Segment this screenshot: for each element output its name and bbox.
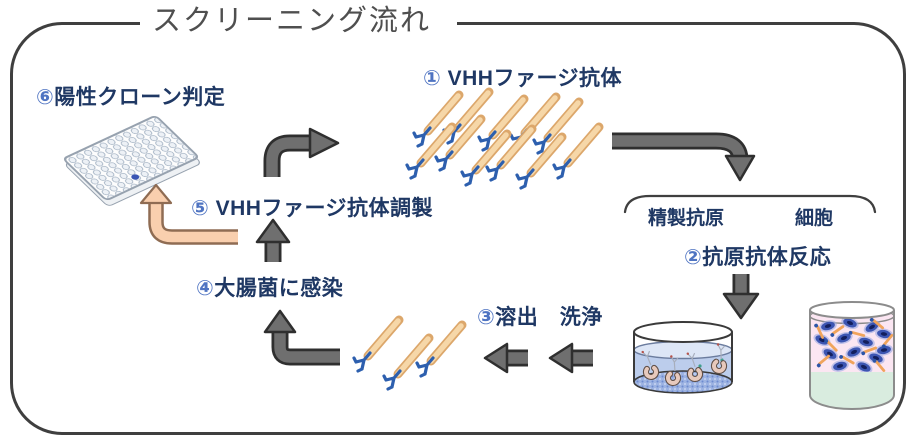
step-1-label: ① VHHファージ抗体 [423,62,622,92]
step-2-number: ② [684,246,703,269]
step-6-text: 陽性クローン判定 [54,86,226,109]
step-5-text: VHHファージ抗体調製 [209,197,434,220]
purified-antigen-label: 精製抗原 [648,208,725,229]
step-3-text: 溶出 洗浄 [495,306,603,329]
step-4-label: ④大腸菌に感染 [196,272,343,302]
step-6-number: ⑥ [36,86,55,109]
step-4-number: ④ [196,277,215,300]
step-1-text: VHHファージ抗体 [441,67,623,90]
step-1-number: ① [423,67,442,90]
cells-label: 細胞 [795,208,834,229]
positive-well-marker [129,173,141,181]
step-2-text: 抗原抗体反応 [702,246,832,269]
step-3-label: ③溶出 洗浄 [477,301,603,331]
diagram-title: スクリーニング流れ [140,0,458,39]
step-3-number: ③ [477,306,496,329]
step-4-text: 大腸菌に感染 [214,277,344,300]
step-6-label: ⑥陽性クローン判定 [36,81,225,111]
step-5-label: ⑤ VHHファージ抗体調製 [191,192,433,222]
step-2-label: ②抗原抗体反応 [684,241,831,271]
diagram-border [10,22,906,435]
step-5-number: ⑤ [191,197,210,220]
